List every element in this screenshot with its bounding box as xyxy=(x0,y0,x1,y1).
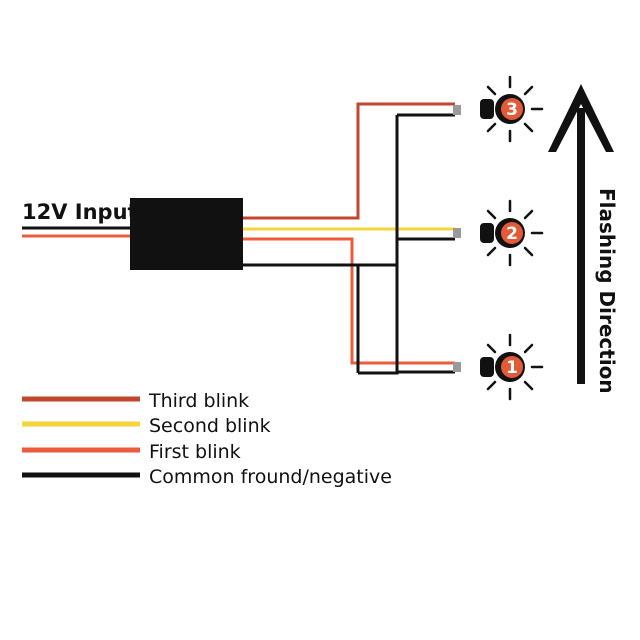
bulb-number: 3 xyxy=(506,100,518,120)
connector-sleeve xyxy=(453,362,461,372)
legend-label-third: Third blink xyxy=(148,390,249,412)
bulb-lens xyxy=(501,356,523,378)
wire-third-blink xyxy=(243,102,455,220)
legend: Third blink Second blink First blink Com… xyxy=(22,390,392,488)
legend-label-second: Second blink xyxy=(149,415,271,437)
connector-sleeve xyxy=(453,228,461,238)
direction-arrow-icon xyxy=(548,84,614,384)
legend-label-ground: Common fround/negative xyxy=(149,466,392,488)
input-label: 12V Input xyxy=(22,200,138,224)
wire-first-blink xyxy=(243,237,455,365)
bulb-socket xyxy=(480,357,494,377)
bulb-lens xyxy=(501,98,523,120)
bulb-number: 1 xyxy=(506,358,518,378)
bulb-3: 3 xyxy=(453,75,544,143)
bulb-lens xyxy=(501,222,523,244)
controller-module xyxy=(130,198,243,270)
bulb-2: 2 xyxy=(453,199,544,267)
connector-sleeve xyxy=(453,105,461,115)
rays-icon xyxy=(486,199,544,267)
wire-ground-bottom xyxy=(358,370,399,375)
bulb-number: 2 xyxy=(506,224,518,244)
bulb-1: 1 xyxy=(453,333,544,401)
rays-icon xyxy=(486,75,544,143)
bulb-socket xyxy=(480,99,494,119)
legend-label-first: First blink xyxy=(149,441,241,463)
direction-label: Flashing Direction xyxy=(595,188,619,394)
rays-icon xyxy=(486,333,544,401)
bulb-socket xyxy=(480,223,494,243)
